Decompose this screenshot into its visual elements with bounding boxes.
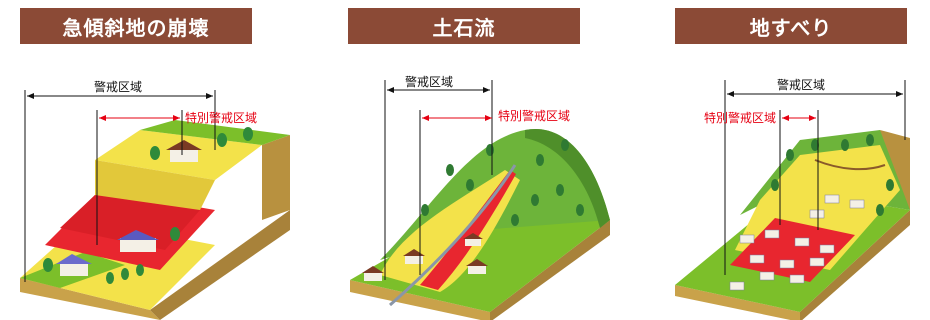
warning-label-bg bbox=[88, 80, 148, 94]
special-zone-label: 特別警戒区域 bbox=[498, 108, 570, 123]
house-3 bbox=[466, 259, 488, 274]
house-lower bbox=[56, 254, 92, 276]
title-steep-slope: 急傾斜地の崩壊 bbox=[20, 8, 252, 44]
soil-side bbox=[800, 210, 910, 320]
warning-zone-label: 警戒区域 bbox=[777, 77, 825, 92]
warning-zone-label: 警戒区域 bbox=[94, 79, 142, 94]
guide-lines bbox=[384, 80, 493, 280]
house-middle bbox=[117, 230, 159, 252]
special-zone-upper bbox=[60, 195, 200, 250]
title-debris-flow: 土石流 bbox=[348, 8, 580, 44]
house-top bbox=[166, 140, 202, 162]
soil-front bbox=[20, 278, 160, 320]
cliff-side bbox=[262, 135, 290, 220]
special-zone-label: 特別警戒区域 bbox=[185, 110, 257, 125]
upper-edge bbox=[95, 160, 215, 210]
soil-front bbox=[350, 280, 490, 320]
warning-zone-arrow bbox=[727, 91, 903, 97]
special-zone-arrow bbox=[422, 115, 492, 121]
soil-front bbox=[675, 285, 800, 320]
special-zone-arrow bbox=[99, 115, 180, 121]
warning-zone-label: 警戒区域 bbox=[405, 74, 453, 89]
guide-lines bbox=[24, 90, 216, 282]
title-landslide: 地すべり bbox=[675, 8, 907, 44]
soil-side bbox=[490, 220, 610, 320]
landslide-diagram: 警戒区域 特別警戒区域 bbox=[675, 77, 910, 320]
warning-zone-arrow bbox=[27, 93, 213, 99]
guide-lines bbox=[724, 80, 906, 275]
house-4 bbox=[463, 233, 483, 246]
trees bbox=[771, 134, 894, 216]
debris-flow-diagram: 警戒区域 特別警戒区域 bbox=[350, 74, 610, 320]
warning-label-bg bbox=[770, 78, 832, 92]
special-zone-arrow bbox=[782, 115, 816, 121]
trees bbox=[43, 127, 253, 284]
river bbox=[389, 164, 517, 307]
houses bbox=[729, 194, 865, 291]
warning-zone-arrow bbox=[387, 87, 490, 93]
ground bbox=[350, 205, 610, 312]
steep-slope-diagram: 警戒区域 特別警戒区域 bbox=[20, 79, 290, 320]
crack bbox=[814, 159, 886, 171]
warning-label-bg bbox=[400, 75, 458, 89]
house-1 bbox=[362, 266, 384, 281]
special-zone-label: 特別警戒区域 bbox=[704, 110, 776, 125]
soil-side bbox=[150, 210, 290, 320]
